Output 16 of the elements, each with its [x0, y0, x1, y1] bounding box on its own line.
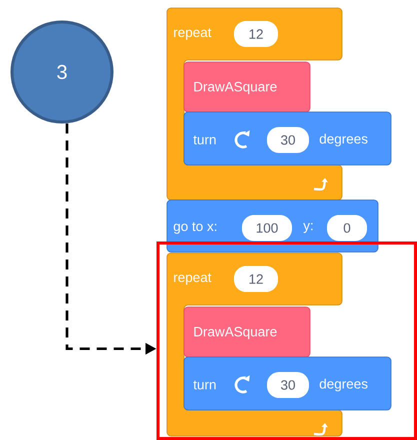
block-label: turn	[193, 136, 216, 144]
block-label: y:	[303, 223, 312, 233]
block-label: degrees	[320, 378, 368, 392]
number-field: 30	[267, 127, 309, 153]
block-label: degrees	[320, 134, 368, 146]
number-field: 12	[234, 21, 278, 47]
number-field: 0	[327, 215, 367, 241]
number-field: 30	[267, 372, 309, 398]
block-label: turn	[193, 380, 216, 390]
block-label: repeat	[174, 273, 212, 285]
block-label: DrawASquare	[194, 82, 277, 94]
block-label: repeat	[174, 28, 212, 40]
block-label: go to x:	[174, 222, 216, 234]
block-label: DrawASquare	[194, 326, 277, 340]
highlight-frame	[156, 242, 417, 440]
number-field: 12	[234, 266, 278, 292]
